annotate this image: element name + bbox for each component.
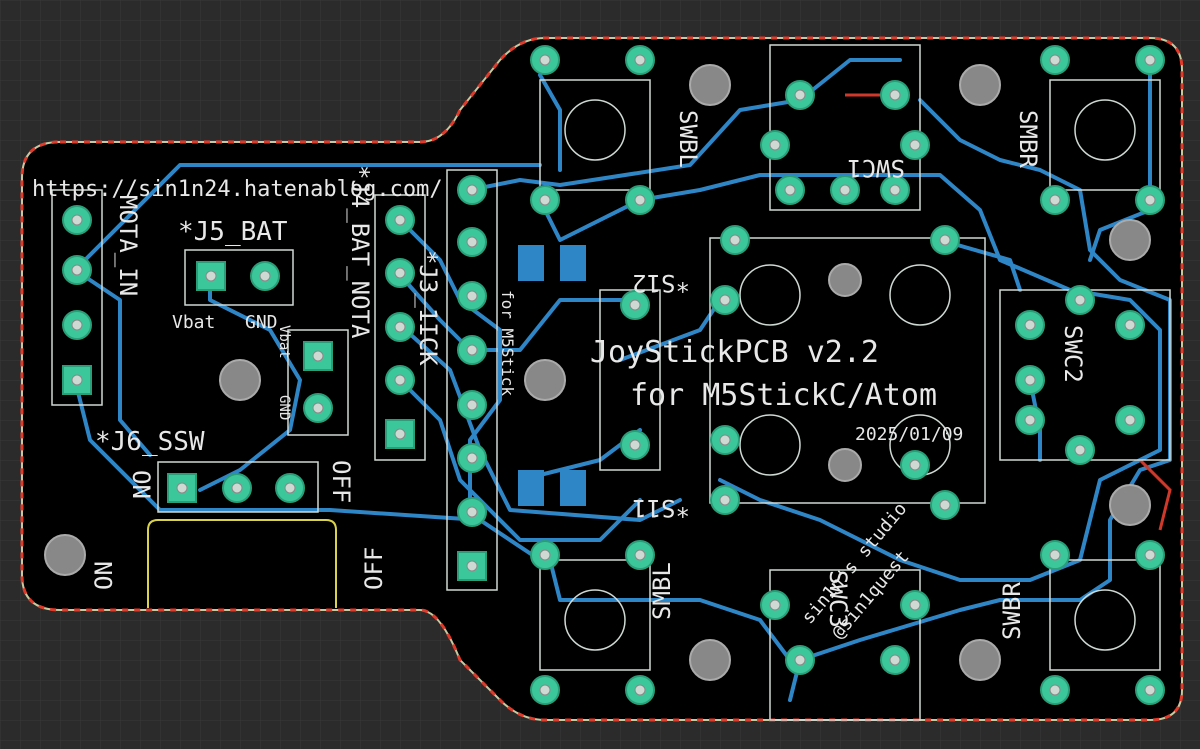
- gnd-label: GND: [245, 312, 278, 333]
- swc1-label: SWC1: [847, 154, 905, 182]
- title-line1: JoyStickPCB v2.2: [590, 335, 879, 370]
- red-trace: [1138, 458, 1172, 531]
- j6-label: *J6_SSW: [95, 427, 205, 457]
- mounting-holes: [44, 64, 1151, 681]
- m5stick-label: for M5Stick: [498, 290, 517, 396]
- swbr-label: SWBR: [998, 582, 1026, 640]
- copper-traces: [73, 58, 1172, 702]
- off-label: OFF: [327, 460, 355, 503]
- vbat-label: Vbat: [172, 312, 215, 333]
- mota-label: MOTA_IN: [114, 195, 142, 296]
- s11-label: *S11: [632, 494, 690, 522]
- title-line2: for M5StickC/Atom: [630, 378, 937, 413]
- component-outlines: [51, 44, 1171, 721]
- on2-label: ON: [90, 561, 118, 590]
- joystick-footprint: [564, 99, 1136, 651]
- on-label: ON: [127, 470, 155, 499]
- board-edge-dashed: [20, 36, 1184, 722]
- usb-cutout: [147, 519, 337, 608]
- swc2-label: SWC2: [1059, 325, 1087, 383]
- j5-label: *J5_BAT: [178, 217, 288, 247]
- j3-label: *J3_1ICK: [414, 250, 442, 366]
- smd-pads: [518, 245, 586, 506]
- swc3-label: SWC3: [824, 570, 852, 628]
- url-label: https://sin1n24.hatenablog.com/: [32, 177, 443, 202]
- s12-label: *S12: [632, 269, 690, 297]
- off2-label: OFF: [360, 547, 388, 590]
- vbat2-label: Vbat: [276, 325, 292, 359]
- swbl-label: SWBL: [674, 110, 702, 168]
- gnd2-label: GND: [276, 395, 292, 420]
- smbl-label: SMBL: [648, 562, 676, 620]
- through-hole-pads: [62, 45, 1165, 705]
- j4-label: *J4_BAT_NOTA: [346, 165, 374, 339]
- date-label: 2025/01/09: [855, 424, 963, 445]
- smbr-label: SMBR: [1014, 110, 1042, 168]
